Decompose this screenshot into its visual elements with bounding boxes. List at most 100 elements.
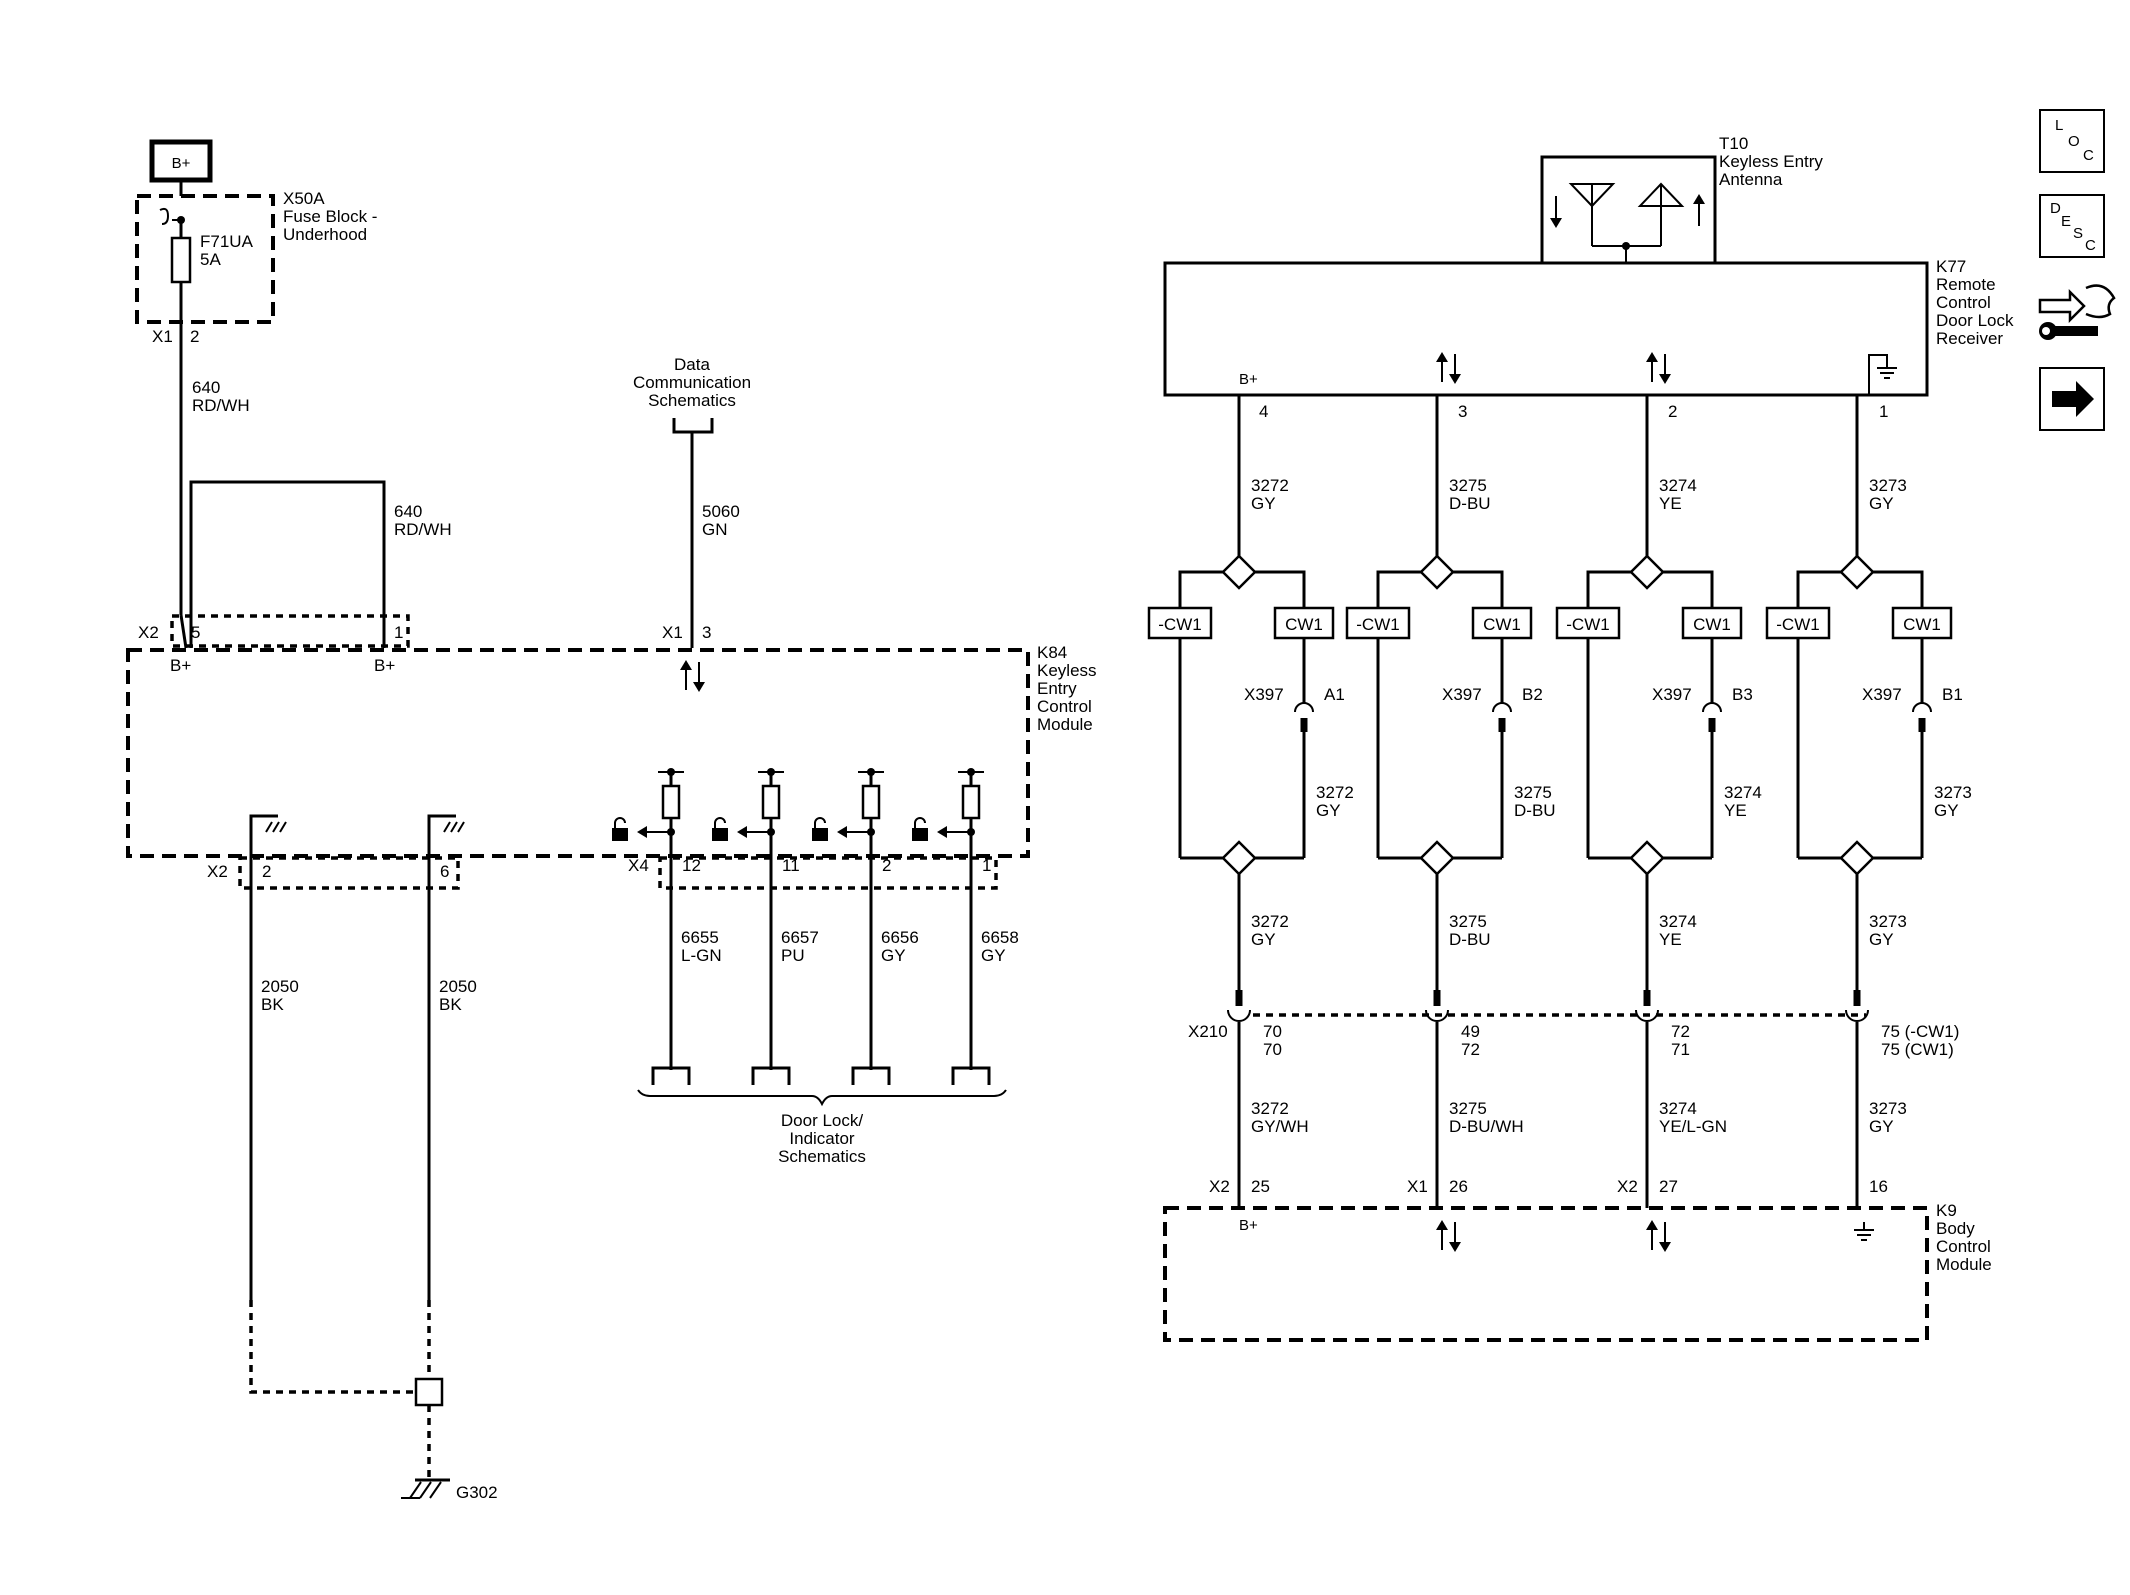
option-ncw1-label: -CW1 (1158, 615, 1201, 634)
x210-pin-a: 72 (1671, 1022, 1690, 1041)
connector-symbol (1425, 1009, 1449, 1022)
k77-pin-1: 1 (1879, 402, 1888, 421)
upper-wire-num: 3275 (1449, 476, 1487, 495)
splice-diamond (1839, 554, 1875, 590)
desc-letter-e: E (2061, 213, 2071, 230)
k9-module-outline (1163, 1206, 1929, 1342)
wire-segment (1873, 570, 1924, 608)
mid-wire-num: 3275 (1514, 783, 1552, 802)
option-cw1-label: CW1 (1285, 615, 1323, 634)
wire-segment (1663, 570, 1714, 608)
door-wire-2-num: 6657 (781, 928, 819, 947)
door-lock-l1: Door Lock/ (781, 1111, 863, 1130)
k84-x2b-conn: X2 (207, 862, 228, 881)
desc-button[interactable]: D E S C (2039, 194, 2105, 258)
door-lock-circuit (912, 768, 984, 1070)
k9-wire-num: 3275 (1449, 1099, 1487, 1118)
data-comm-l1: Data (674, 355, 710, 374)
loc-button[interactable]: L O C (2039, 109, 2105, 173)
fuse-block-desc2: Underhood (283, 225, 367, 244)
splice-diamond (1629, 554, 1665, 590)
data-comm-l3: Schematics (648, 391, 736, 410)
x210-pin-b: 75 (CW1) (1881, 1040, 1954, 1059)
door-lock-circuit (612, 768, 684, 1070)
k84-desc1: Keyless (1037, 661, 1097, 680)
option-cw1-box (1471, 606, 1533, 640)
upper-wire-num: 3274 (1659, 476, 1697, 495)
desc-letter-s: S (2073, 225, 2083, 242)
k84-pin1b: 1 (982, 856, 991, 875)
k77-pin-3: 3 (1458, 402, 1467, 421)
option-cw1-label: CW1 (1483, 615, 1521, 634)
next-page-button[interactable] (2039, 367, 2105, 431)
k84-pin1: 1 (394, 623, 403, 642)
upper-wire-num: 3272 (1251, 476, 1289, 495)
k9-conn: X1 (1407, 1177, 1428, 1196)
k9-desc3: Module (1936, 1255, 1992, 1274)
wire-segment (1453, 570, 1504, 608)
door-lock-brace (637, 1089, 1007, 1107)
splice-box (414, 1377, 444, 1407)
k9-pin: 25 (1251, 1177, 1270, 1196)
fuse-pin: 2 (190, 327, 199, 346)
x397-conn: X397 (1652, 685, 1692, 704)
k9-bplus: B+ (1239, 1217, 1258, 1234)
wire-640a-num: 640 (192, 378, 220, 397)
fuse-conn: X1 (152, 327, 173, 346)
k9-pin: 27 (1659, 1177, 1678, 1196)
upper-wire-color: GY (1251, 494, 1276, 513)
wire-640a-color: RD/WH (192, 396, 250, 415)
door-wire-1-num: 6655 (681, 928, 719, 947)
upper-wire-color: GY (1869, 494, 1894, 513)
x397-pin: B1 (1942, 685, 1963, 704)
k9-name: K9 (1936, 1201, 1957, 1220)
upper-wire-num: 3273 (1869, 476, 1907, 495)
option-cw1-label: CW1 (1903, 615, 1941, 634)
lock-icon (712, 817, 728, 841)
k77-desc1: Remote (1936, 275, 1996, 294)
mid-wire-num: 3274 (1724, 783, 1762, 802)
k77-desc2: Control (1936, 293, 1991, 312)
k9-desc2: Control (1936, 1237, 1991, 1256)
k9-conn: X2 (1617, 1177, 1638, 1196)
option-cw1-box (1681, 606, 1743, 640)
wire-640b-color: RD/WH (394, 520, 452, 539)
ground-icon (249, 814, 287, 868)
ground-wire-1-color: BK (261, 995, 284, 1014)
splice-diamond (1419, 840, 1455, 876)
upper-wire-color: D-BU (1449, 494, 1491, 513)
k84-pin2: 2 (262, 862, 271, 881)
door-wire-3-color: GY (881, 946, 906, 965)
splice-diamond (1419, 554, 1455, 590)
door-wire-4-num: 6658 (981, 928, 1019, 947)
k77-desc3: Door Lock (1936, 311, 2014, 330)
bidirectional-arrow-icon (1436, 352, 1461, 384)
k84-desc2: Entry (1037, 679, 1077, 698)
mid-wire-num: 3273 (1934, 783, 1972, 802)
k9-desc1: Body (1936, 1219, 1975, 1238)
k9-pin: 26 (1449, 1177, 1468, 1196)
x397-conn: X397 (1244, 685, 1284, 704)
option-ncw1-label: -CW1 (1566, 615, 1609, 634)
ground-icon (427, 814, 465, 868)
x397-pin: A1 (1324, 685, 1345, 704)
k77-pin-4: 4 (1259, 402, 1268, 421)
connector-repair-icon[interactable] (2038, 284, 2116, 340)
lower-wire-color: D-BU (1449, 930, 1491, 949)
ground-wire-2-num: 2050 (439, 977, 477, 996)
k84-x1-conn: X1 (662, 623, 683, 642)
upper-wire-color: YE (1659, 494, 1682, 513)
k77-bplus: B+ (1239, 371, 1258, 388)
k84-bplus-1: B+ (170, 656, 191, 675)
option-ncw1-label: -CW1 (1356, 615, 1399, 634)
bidirectional-arrow-icon (1646, 352, 1671, 384)
option-ncw1-label: -CW1 (1776, 615, 1819, 634)
door-lock-circuit (712, 768, 784, 1070)
connector-symbol (1845, 1009, 1869, 1022)
lock-icon (612, 817, 628, 841)
mid-wire-color: GY (1934, 801, 1959, 820)
k9-wire-num: 3273 (1869, 1099, 1907, 1118)
bidirectional-arrow-icon (1436, 1220, 1461, 1252)
option-cw1-label: CW1 (1693, 615, 1731, 634)
